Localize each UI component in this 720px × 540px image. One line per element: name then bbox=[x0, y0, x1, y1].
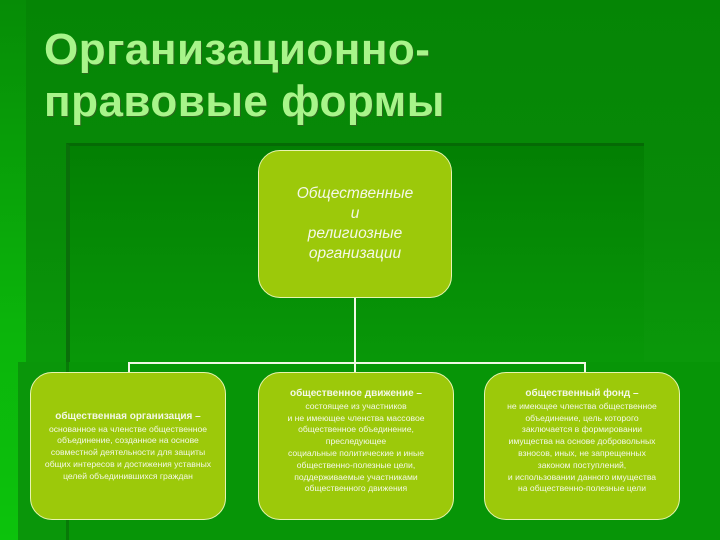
connector-horizontal bbox=[128, 362, 586, 364]
child-node-line: и не имеющее членства массовое bbox=[287, 412, 425, 423]
slide-title-line-2: правовые формы bbox=[44, 77, 445, 126]
child-node-line: не имеющее членства общественное bbox=[507, 400, 657, 411]
slide-title-line-1: Организационно- bbox=[44, 25, 431, 74]
child-node-line: общественного движения bbox=[304, 483, 408, 494]
connector-child-1 bbox=[128, 362, 130, 372]
child-node-public-fund: общественный фонд – не имеющее членства … bbox=[484, 372, 680, 520]
child-node-line: целей объединившихся граждан bbox=[63, 470, 193, 481]
root-node-public-religious-organizations: Общественные и религиозные организации bbox=[258, 150, 452, 298]
child-node-line: общественно-полезные цели, bbox=[296, 459, 416, 470]
child-node-line: на общественно-полезные цели bbox=[518, 483, 646, 494]
connector-root-vertical bbox=[354, 298, 356, 372]
child-node-line: общественное объединение, bbox=[298, 424, 414, 435]
root-node-line: и bbox=[350, 205, 360, 222]
child-node-line: взносов, иных, не запрещенных bbox=[518, 448, 646, 458]
child-node-term: общественная организация – bbox=[55, 410, 201, 422]
connector-child-3 bbox=[584, 362, 586, 372]
root-node-line: организации bbox=[308, 245, 402, 262]
child-node-line: объединение, созданное на основе bbox=[57, 435, 199, 446]
child-node-line: имущества на основе добровольных bbox=[508, 436, 656, 447]
child-node-line: заключается в формировании bbox=[521, 424, 643, 435]
child-node-line: совместной деятельности для защиты bbox=[50, 447, 206, 458]
child-node-line: законом поступлений, bbox=[537, 459, 627, 470]
child-node-line: объединение, цель которого bbox=[525, 412, 639, 423]
child-node-public-movement: общественное движение – состоящее из уча… bbox=[258, 372, 454, 520]
child-node-public-organization: общественная организация – основанное на… bbox=[30, 372, 226, 520]
root-node-line: религиозные bbox=[307, 225, 403, 242]
child-node-line: поддерживаемые участниками bbox=[294, 471, 418, 482]
child-node-line: основанное на членстве общественное bbox=[48, 423, 208, 434]
child-node-line: социальные политические и иные bbox=[287, 448, 425, 458]
child-node-line: состоящее из участников bbox=[305, 400, 407, 411]
child-node-line: и использовании данного имущества bbox=[507, 471, 657, 482]
child-node-line: общих интересов и достижения уставных bbox=[44, 458, 212, 469]
child-node-term: общественный фонд – bbox=[525, 387, 639, 399]
child-node-term: общественное движение – bbox=[290, 387, 422, 399]
root-node-line: Общественные bbox=[296, 185, 414, 202]
slide-title: Организационно- правовые формы bbox=[44, 24, 445, 128]
child-node-line: преследующее bbox=[325, 436, 387, 447]
